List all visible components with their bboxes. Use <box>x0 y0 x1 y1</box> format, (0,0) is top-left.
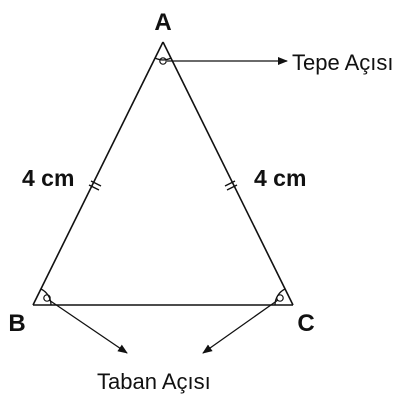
apex-angle-marker <box>154 57 172 65</box>
vertex-label-b: B <box>8 310 25 337</box>
base-angle-arrow-b <box>48 299 128 354</box>
side-length-right: 4 cm <box>254 165 306 191</box>
vertex-label-c: C <box>297 310 314 337</box>
tick-marks-left-side <box>88 180 102 191</box>
side-ab <box>32 41 164 306</box>
base-angle-marker-b <box>40 288 52 306</box>
vertex-label-a: A <box>154 9 171 36</box>
apex-angle-label: Tepe Açısı <box>292 50 394 75</box>
tick-marks-right-side <box>224 180 238 191</box>
side-ac <box>162 41 294 306</box>
base-angle-label: Taban Açısı <box>97 369 211 394</box>
base-angle-marker-c <box>274 288 286 306</box>
base-angle-arrow-c <box>202 299 279 354</box>
side-length-left: 4 cm <box>22 165 74 191</box>
